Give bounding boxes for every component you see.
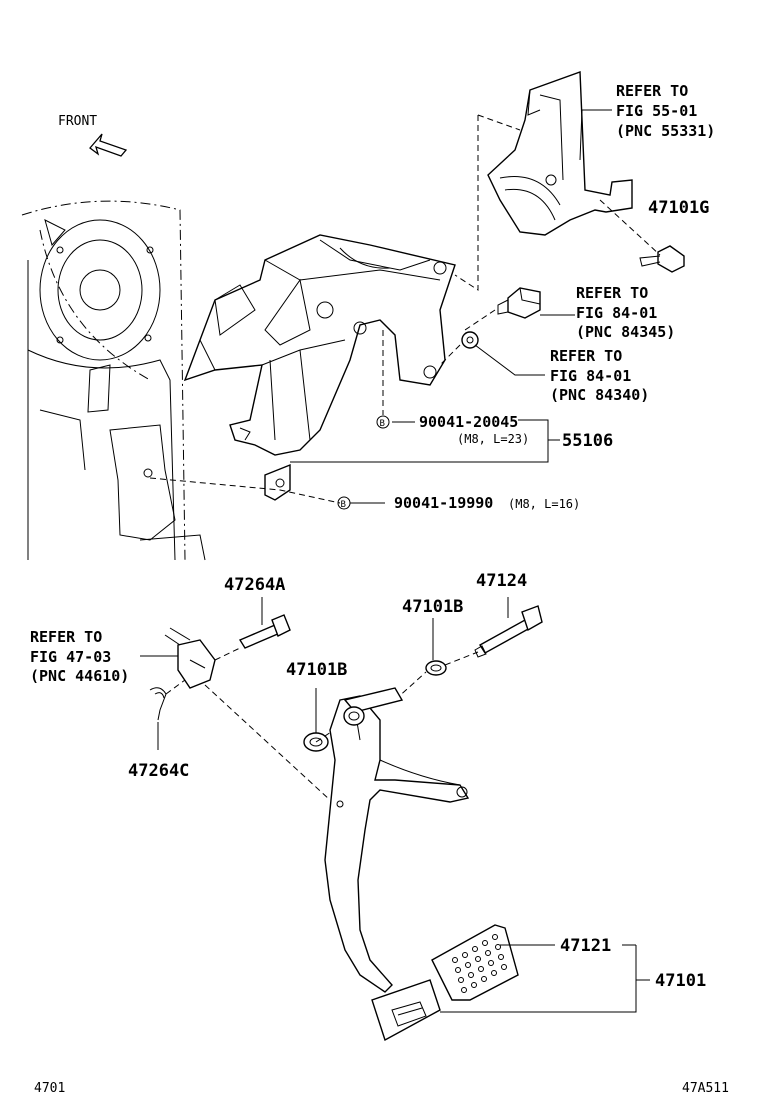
ref-55-01-line1: REFER TO	[616, 82, 688, 100]
upper-leader-lines	[149, 109, 661, 504]
ref-84-01-b-line1: REFER TO	[550, 347, 622, 365]
clevis	[140, 627, 216, 689]
pin-47264a	[238, 597, 291, 649]
lower-label-leaders	[440, 944, 650, 1013]
front-arrow-icon	[89, 133, 128, 157]
ref-84-01-b-line2: FIG 84-01	[550, 367, 631, 385]
ref-84-01-a: REFER TO FIG 84-01 (PNC 84345)	[576, 284, 675, 341]
ref-55-01-line2: FIG 55-01	[616, 102, 697, 120]
part-47101b-b-label: 47101B	[286, 660, 347, 680]
part-47264c-label: 47264C	[128, 761, 189, 781]
circle-marker-b-1: B	[376, 415, 390, 429]
bolt-47101g	[639, 245, 685, 273]
switch-cushion	[461, 331, 479, 349]
ref-47-03-line3: (PNC 44610)	[30, 667, 129, 685]
part-90041-19990-spec: (M8, L=16)	[508, 497, 580, 511]
bolt-47124	[474, 597, 543, 658]
ref-84-01-a-line2: FIG 84-01	[576, 304, 657, 322]
circle-marker-b-2-label: B	[341, 500, 346, 510]
bottom-right-code: 47A511	[682, 1081, 729, 1096]
clip-47264c	[149, 687, 167, 750]
ref-47-03-line1: REFER TO	[30, 628, 102, 646]
bushing-47101b-a	[425, 618, 447, 676]
bottom-left-code: 4701	[34, 1081, 65, 1096]
part-47264a-label: 47264A	[224, 575, 285, 595]
pedal-pad-47121	[431, 924, 519, 1001]
ref-84-01-a-line1: REFER TO	[576, 284, 648, 302]
part-55106-label: 55106	[562, 431, 613, 451]
ref-84-01-b-line3: (PNC 84340)	[550, 386, 649, 404]
front-label: FRONT	[58, 114, 97, 129]
part-90041-20045-label: 90041-20045	[419, 413, 518, 431]
ref-47-03: REFER TO FIG 47-03 (PNC 44610)	[30, 628, 129, 685]
lower-leader-lines	[165, 647, 479, 801]
circle-marker-b-2: B	[337, 496, 351, 510]
circle-marker-b-1-label: B	[380, 419, 385, 429]
pad-dots	[452, 934, 507, 993]
part-47101g-label: 47101G	[648, 198, 709, 218]
ref-47-03-line2: FIG 47-03	[30, 648, 111, 666]
ref-84-01-b: REFER TO FIG 84-01 (PNC 84340)	[550, 347, 649, 404]
brake-pedal	[324, 687, 470, 1042]
pedal-bracket	[183, 234, 456, 501]
part-47101b-a-label: 47101B	[402, 597, 463, 617]
ref-55-01-line3: (PNC 55331)	[616, 122, 715, 140]
front-indicator: FRONT	[58, 114, 128, 157]
part-90041-19990-label: 90041-19990	[394, 494, 493, 512]
ref-84-01-a-line3: (PNC 84345)	[576, 323, 675, 341]
part-47124-label: 47124	[476, 571, 527, 591]
vehicle-body-outline	[21, 200, 206, 561]
upper-cover-bracket	[487, 71, 633, 236]
part-47121-label: 47121	[560, 936, 611, 956]
part-90041-20045-spec: (M8, L=23)	[457, 432, 529, 446]
part-47101-label: 47101	[655, 971, 706, 991]
ref-55-01: REFER TO FIG 55-01 (PNC 55331)	[616, 82, 715, 140]
stop-light-switch	[497, 287, 541, 319]
